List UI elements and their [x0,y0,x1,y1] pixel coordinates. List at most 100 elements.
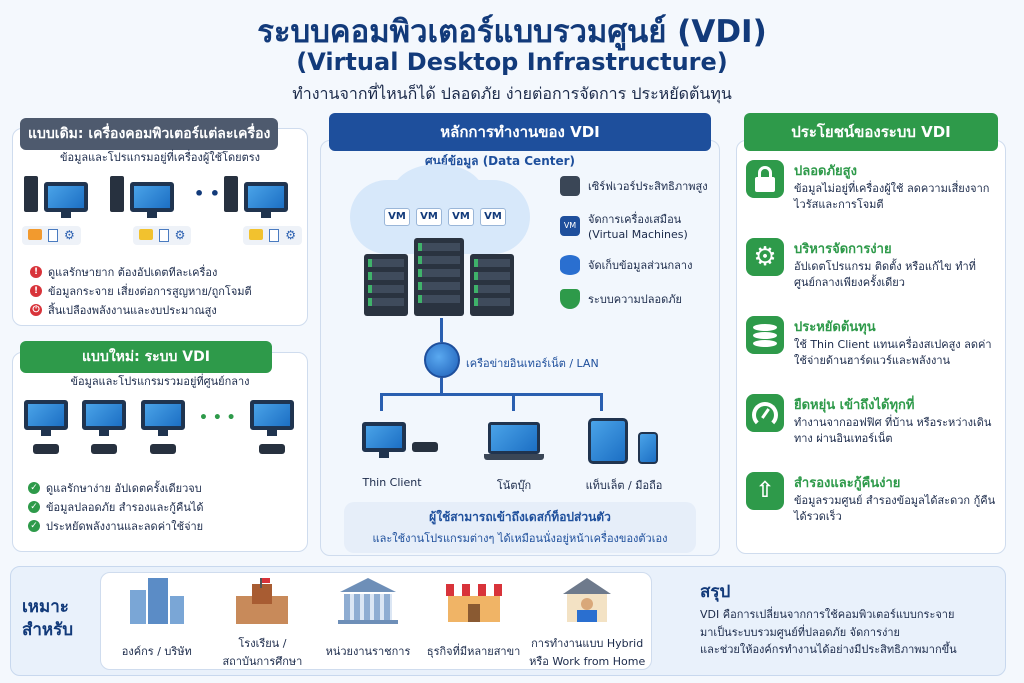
benefit-row: ปลอดภัยสูงข้อมูลไม่อยู่ที่เครื่องผู้ใช้ … [746,160,1002,224]
monitor-icon [140,400,185,436]
coins-icon [746,316,784,354]
pc-tower-icon [224,176,238,212]
new-system-desc: ข้อมูลและโปรแกรมรวมอยู่ที่ศูนย์กลาง [70,375,250,388]
thin-client-box-icon [258,444,285,454]
government-icon [336,578,400,624]
server-rack-icon [364,254,408,316]
vm-icon: VM [560,215,580,236]
gears-icon: ⚙ [746,238,784,276]
feature-item: เซิร์ฟเวอร์ประสิทธิภาพสูง [560,176,718,196]
thin-client-box-icon [412,442,438,452]
check-icon: ✓ [28,500,40,513]
monitor-icon [249,400,294,436]
vm-badge: VM [416,208,442,226]
device-label-notebook: โน้ตบุ๊ก [496,479,532,492]
server-rack-group [364,238,514,316]
speedometer-icon [746,394,784,432]
new-system-panel [12,352,308,552]
folder-icon [249,229,264,240]
issue-item: !ดูแลรักษายาก ต้องอัปเดตทีละเครื่อง [30,262,302,281]
vm-badge: VM [448,208,474,226]
laptop-icon [484,422,544,462]
thin-client-box-icon [33,444,59,454]
warning-icon: ! [30,265,42,278]
suitable-items: องค์กร / บริษัท โรงเรียน / สถาบันการศึกษ… [104,578,648,670]
gear-icon: ⚙ [174,228,186,242]
vm-badge: VM [480,208,506,226]
old-issues-list: !ดูแลรักษายาก ต้องอัปเดตทีละเครื่อง !ข้อ… [30,262,302,319]
feature-item: จัดเก็บข้อมูลส่วนกลาง [560,255,718,275]
device-label-tablet: แท็บเล็ต / มือถือ [585,479,663,492]
check-icon: ✓ [28,481,40,494]
database-icon [560,255,580,275]
folder-icon [138,229,153,240]
file-icons-row: ⚙ ⚙ ⚙ [22,226,302,245]
server-rack-icon [470,254,514,316]
pc-group-1 [24,176,88,218]
gear-icon: ⚙ [64,228,75,242]
device-label-thin-client: Thin Client [362,476,422,489]
suitable-item: การทำงานแบบ Hybrid หรือ Work from Home [527,578,647,670]
power-icon: ⏻ [30,303,42,316]
feature-item: ระบบความปลอดภัย [560,289,718,309]
new-benefits-list: ✓ดูแลรักษาง่าย อัปเดตครั้งเดียวจบ ✓ข้อมู… [28,478,300,535]
access-note-line1: ผู้ใช้สามารถเข้าถึงเดสก์ท็อปส่วนตัว [429,510,611,524]
benefit-row: ยืดหยุ่น เข้าถึงได้ทุกที่ทำงานจากออฟฟิศ … [746,394,1002,458]
monitor-icon [244,182,288,218]
phone-icon [638,432,658,464]
school-icon [230,578,294,624]
globe-icon [424,342,460,378]
suitable-item: ธุรกิจที่มีหลายสาขา [422,578,526,670]
benefit-item: ✓ข้อมูลปลอดภัย สำรองและกู้คืนได้ [28,497,300,516]
lock-icon [746,160,784,198]
benefit-item: ✓ดูแลรักษาง่าย อัปเดตครั้งเดียวจบ [28,478,300,497]
access-note-line2: และใช้งานโปรแกรมต่างๆ ได้เหมือนนั่งอยู่ห… [372,532,668,545]
issue-item: ⏻สิ้นเปลืองพลังงานและงบประมาณสูง [30,300,302,319]
benefit-row: ประหยัดต้นทุนใช้ Thin Client แทนเครื่องส… [746,316,1002,380]
home-office-icon [555,578,619,624]
suitable-label: เหมาะ สำหรับ [22,597,74,640]
suitable-item: หน่วยงานราชการ [316,578,420,670]
access-note: ผู้ใช้สามารถเข้าถึงเดสก์ท็อปส่วนตัว และใ… [344,502,696,553]
document-icon [158,229,169,242]
monitor-icon [130,182,174,218]
pc-tower-icon [110,176,124,212]
page-subtitle: (Virtual Desktop Infrastructure) [296,48,728,76]
document-icon [48,229,58,242]
thin-client-box-icon [91,444,118,454]
monitor-icon [82,400,127,436]
datacenter-label: ศูนย์ข้อมูล (Data Center) [424,154,576,168]
vm-row: VM VM VM VM [384,208,506,226]
warning-icon: ! [30,284,42,297]
benefits-heading: ประโยชน์ของระบบ VDI [744,113,998,151]
page-title: ระบบคอมพิวเตอร์แบบรวมศูนย์ (VDI) [257,14,767,50]
monitor-icon [24,400,68,436]
old-system-heading: แบบเดิม: เครื่องคอมพิวเตอร์แต่ละเครื่อง [20,118,278,150]
office-building-icon [129,578,184,624]
ellipsis: • • • [199,410,236,426]
benefits-list: ปลอดภัยสูงข้อมูลไม่อยู่ที่เครื่องผู้ใช้ … [746,160,1002,536]
folder-icon [28,229,42,240]
pc-group-2 [110,176,174,218]
shield-icon [560,289,580,309]
summary-text: VDI คือการเปลี่ยนจากการใช้คอมพิวเตอร์แบบ… [700,608,957,657]
suitable-item: โรงเรียน / สถาบันการศึกษา [210,578,314,670]
new-system-heading: แบบใหม่: ระบบ VDI [20,341,272,373]
pc-group-3 [224,176,288,218]
issue-item: !ข้อมูลกระจาย เสี่ยงต่อการสูญหาย/ถูกโจมต… [30,281,302,300]
pc-tower-icon [24,176,38,212]
benefit-item: ✓ประหยัดพลังงานและลดค่าใช้จ่าย [28,516,300,535]
page-tagline: ทำงานจากที่ไหนก็ได้ ปลอดภัย ง่ายต่อการจั… [292,84,732,103]
monitor-icon [362,422,406,458]
old-system-desc: ข้อมูลและโปรแกรมอยู่ที่เครื่องผู้ใช้โดยต… [59,151,261,164]
thin-client-row: • • • [24,400,294,454]
thin-client-box-icon [149,444,176,454]
document-icon [269,229,280,242]
benefit-row: ⚙ บริหารจัดการง่ายอัปเดตโปรแกรม ติดตั้ง … [746,238,1002,302]
cloud-upload-icon: ⇧ [746,472,784,510]
server-icon [560,176,580,196]
principle-heading: หลักการทำงานของ VDI [329,113,711,151]
suitable-item: องค์กร / บริษัท [105,578,209,670]
thin-client-device [362,422,438,458]
